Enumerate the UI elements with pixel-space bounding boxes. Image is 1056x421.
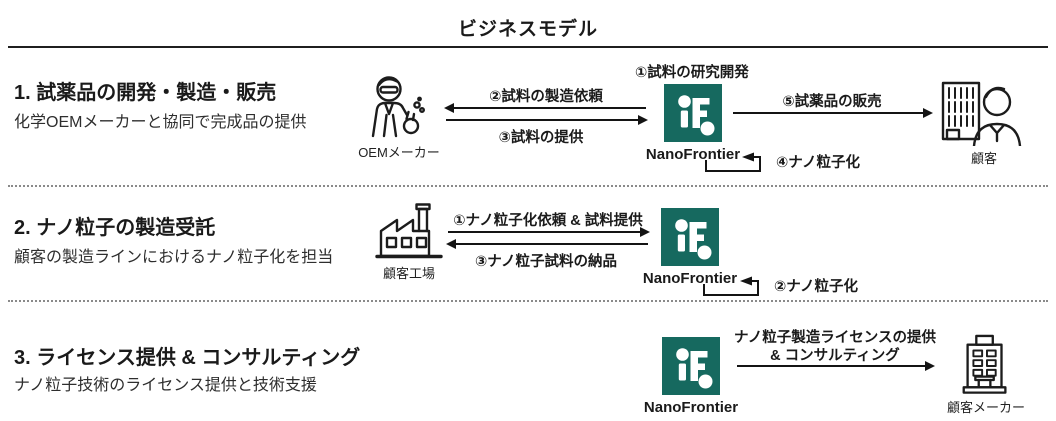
row2-request-arrow (448, 226, 650, 237)
row1-loop-arrow (705, 152, 761, 172)
row3-license-label: ナノ粒子製造ライセンスの提供 & コンサルティング (725, 329, 945, 365)
row2-step2-label: ②ナノ粒子化 (774, 279, 859, 295)
factory-icon (375, 203, 443, 259)
nanofrontier-logo (662, 337, 720, 395)
row1-step4-label: ④ナノ粒子化 (776, 155, 861, 171)
row3-subtitle: ナノ粒子技術のライセンス提供と技術支援 (14, 377, 317, 394)
row3-license-label-line1: ナノ粒子製造ライセンスの提供 (734, 330, 936, 346)
customer-factory-label: 顧客工場 (382, 266, 436, 281)
row1-request-arrow (444, 102, 646, 113)
row2-loop-arrow (703, 276, 759, 296)
row3-heading: 3. ライセンス提供 & コンサルティング (14, 347, 361, 369)
customer-maker-label: 顧客メーカー (946, 400, 1026, 415)
row1-company-label: NanoFrontier (645, 146, 741, 163)
row-divider-2 (8, 300, 1048, 302)
row2-subtitle: 顧客の製造ラインにおけるナノ粒子化を担当 (14, 249, 334, 266)
row1-subtitle: 化学OEMメーカーと協同で完成品の提供 (14, 114, 307, 131)
row1-provide-arrow (446, 114, 648, 125)
row2-company-label: NanoFrontier (642, 270, 738, 287)
row1-step1-label: ①試料の研究開発 (635, 65, 749, 81)
scientist-icon (371, 76, 426, 138)
customer-icon (941, 81, 1022, 146)
row3-company-label: NanoFrontier (643, 399, 739, 416)
row3-license-arrow (737, 360, 935, 371)
row1-sale-arrow (733, 107, 933, 118)
office-building-icon (962, 334, 1007, 394)
row2-step3-label: ③ナノ粒子試料の納品 (474, 254, 618, 270)
customer-label: 顧客 (970, 151, 998, 166)
title-rule (8, 46, 1048, 48)
row1-heading: 1. 試薬品の開発・製造・販売 (14, 82, 277, 104)
row1-step3-label: ③試料の提供 (498, 130, 584, 146)
row3-license-label-line2: & コンサルティング (770, 348, 900, 364)
row1-step2-label: ②試料の製造依頼 (489, 89, 603, 105)
oem-maker-label: OEMメーカー (358, 145, 440, 160)
nanofrontier-logo (664, 84, 722, 142)
row1-step5-label: ⑤試薬品の販売 (782, 94, 882, 110)
row2-deliver-arrow (446, 238, 648, 249)
row2-step1-label: ①ナノ粒子化依頼 & 試料提供 (453, 213, 643, 229)
row-divider-1 (8, 185, 1048, 187)
nanofrontier-logo (661, 208, 719, 266)
row2-heading: 2. ナノ粒子の製造受託 (14, 217, 216, 239)
page-title: ビジネスモデル (457, 19, 598, 40)
